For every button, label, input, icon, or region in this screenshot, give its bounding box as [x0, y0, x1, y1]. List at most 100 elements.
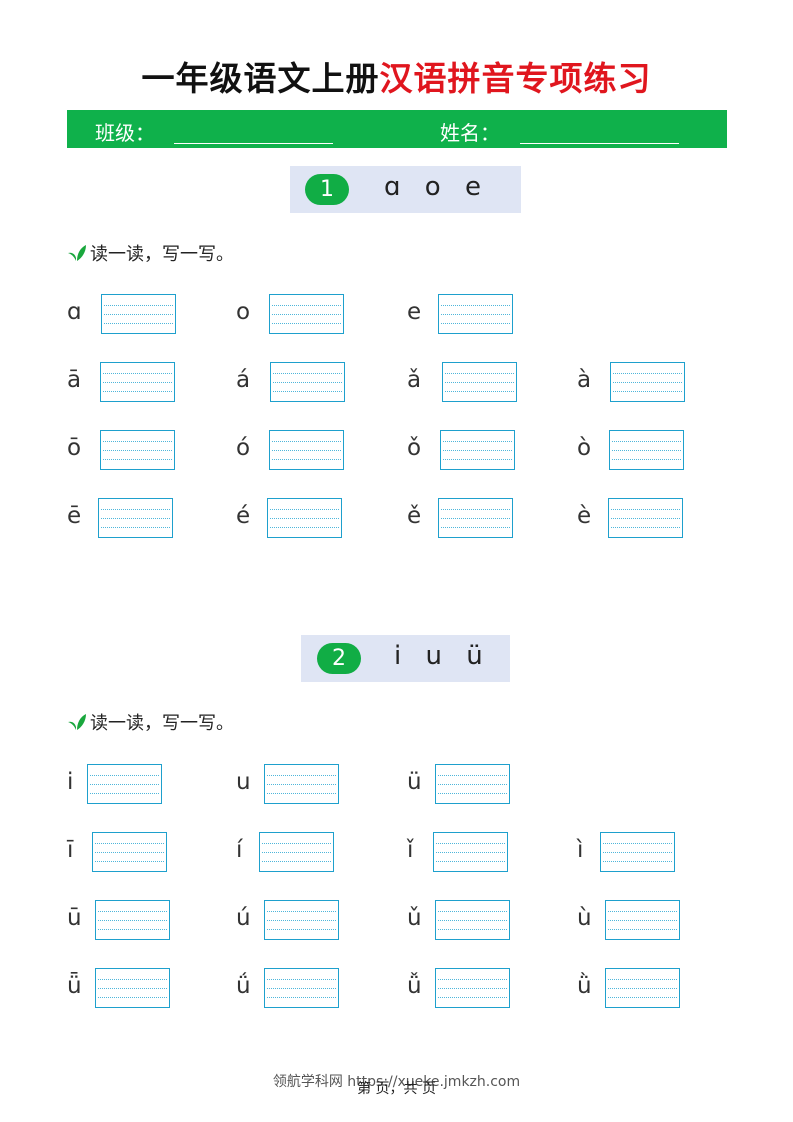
- title-part2: 汉语拼音专项练习: [379, 59, 652, 98]
- guide-line: [95, 852, 164, 853]
- pinyin-letter: ǖ: [67, 973, 82, 999]
- guide-line: [262, 861, 331, 862]
- guide-line: [272, 459, 341, 460]
- writing-box[interactable]: [264, 764, 339, 804]
- guide-line: [436, 861, 505, 862]
- guide-line: [270, 509, 339, 510]
- writing-box[interactable]: [264, 968, 339, 1008]
- section-1-instruction: 读一读，写一写。: [67, 240, 234, 266]
- writing-box[interactable]: [433, 832, 508, 872]
- writing-box[interactable]: [435, 900, 510, 940]
- guide-line: [443, 450, 512, 451]
- writing-box[interactable]: [605, 968, 680, 1008]
- writing-box[interactable]: [101, 294, 176, 334]
- guide-line: [98, 988, 167, 989]
- guide-line: [612, 459, 681, 460]
- guide-line: [95, 843, 164, 844]
- guide-line: [608, 920, 677, 921]
- guide-line: [612, 441, 681, 442]
- guide-line: [603, 843, 672, 844]
- guide-line: [262, 843, 331, 844]
- guide-line: [438, 929, 507, 930]
- writing-box[interactable]: [270, 362, 345, 402]
- writing-box[interactable]: [95, 968, 170, 1008]
- guide-line: [104, 314, 173, 315]
- guide-line: [267, 997, 336, 998]
- guide-line: [101, 509, 170, 510]
- pinyin-letter: ǘ: [236, 973, 251, 999]
- name-input-line[interactable]: [520, 143, 679, 144]
- writing-box[interactable]: [605, 900, 680, 940]
- writing-box[interactable]: [100, 430, 175, 470]
- guide-line: [272, 314, 341, 315]
- writing-box[interactable]: [438, 498, 513, 538]
- guide-line: [441, 518, 510, 519]
- writing-box[interactable]: [608, 498, 683, 538]
- guide-line: [608, 929, 677, 930]
- writing-box[interactable]: [435, 764, 510, 804]
- pinyin-letter: ǔ: [407, 905, 422, 931]
- guide-line: [272, 450, 341, 451]
- writing-box[interactable]: [440, 430, 515, 470]
- guide-line: [443, 441, 512, 442]
- pinyin-letter: ě: [407, 503, 422, 529]
- guide-line: [438, 911, 507, 912]
- writing-box[interactable]: [98, 498, 173, 538]
- writing-box[interactable]: [259, 832, 334, 872]
- instruction-text: 读一读，写一写。: [90, 713, 234, 734]
- guide-line: [603, 861, 672, 862]
- footer-page: 第 页，共 页: [357, 1081, 436, 1097]
- pinyin-letter: ā: [67, 367, 82, 393]
- guide-line: [613, 382, 682, 383]
- practice-cell: ǐ: [407, 832, 527, 874]
- guide-line: [272, 323, 341, 324]
- writing-box[interactable]: [442, 362, 517, 402]
- section-1-letters: ɑ o e: [384, 172, 481, 202]
- writing-box[interactable]: [269, 294, 344, 334]
- guide-line: [608, 911, 677, 912]
- guide-line: [272, 441, 341, 442]
- practice-cell: i: [67, 764, 187, 806]
- guide-line: [267, 920, 336, 921]
- guide-line: [441, 314, 510, 315]
- writing-box[interactable]: [600, 832, 675, 872]
- class-label: 班级：: [95, 121, 155, 145]
- writing-box[interactable]: [609, 430, 684, 470]
- practice-cell: í: [236, 832, 356, 874]
- title-part1: 一年级语文上册: [141, 59, 380, 98]
- guide-line: [270, 527, 339, 528]
- pinyin-letter: ú: [236, 905, 251, 931]
- guide-line: [98, 920, 167, 921]
- guide-line: [267, 911, 336, 912]
- guide-line: [267, 988, 336, 989]
- writing-box[interactable]: [438, 294, 513, 334]
- writing-box[interactable]: [435, 968, 510, 1008]
- section-2-letters: i u ü: [394, 641, 483, 671]
- guide-line: [103, 382, 172, 383]
- writing-box[interactable]: [267, 498, 342, 538]
- pinyin-letter: ǚ: [407, 973, 422, 999]
- practice-cell: ú: [236, 900, 356, 942]
- writing-box[interactable]: [264, 900, 339, 940]
- guide-line: [611, 518, 680, 519]
- writing-box[interactable]: [610, 362, 685, 402]
- practice-cell: ǔ: [407, 900, 527, 942]
- practice-cell: o: [236, 294, 356, 336]
- writing-box[interactable]: [100, 362, 175, 402]
- writing-box[interactable]: [269, 430, 344, 470]
- pinyin-letter: ò: [577, 435, 592, 461]
- writing-box[interactable]: [95, 900, 170, 940]
- guide-line: [101, 527, 170, 528]
- pinyin-letter: o: [236, 299, 251, 325]
- pinyin-letter: ǎ: [407, 367, 422, 393]
- guide-line: [445, 373, 514, 374]
- practice-cell: ī: [67, 832, 187, 874]
- writing-box[interactable]: [87, 764, 162, 804]
- writing-box[interactable]: [92, 832, 167, 872]
- practice-cell: è: [577, 498, 697, 540]
- guide-line: [441, 527, 510, 528]
- guide-line: [98, 997, 167, 998]
- practice-cell: e: [407, 294, 527, 336]
- practice-cell: ě: [407, 498, 527, 540]
- class-input-line[interactable]: [174, 143, 333, 144]
